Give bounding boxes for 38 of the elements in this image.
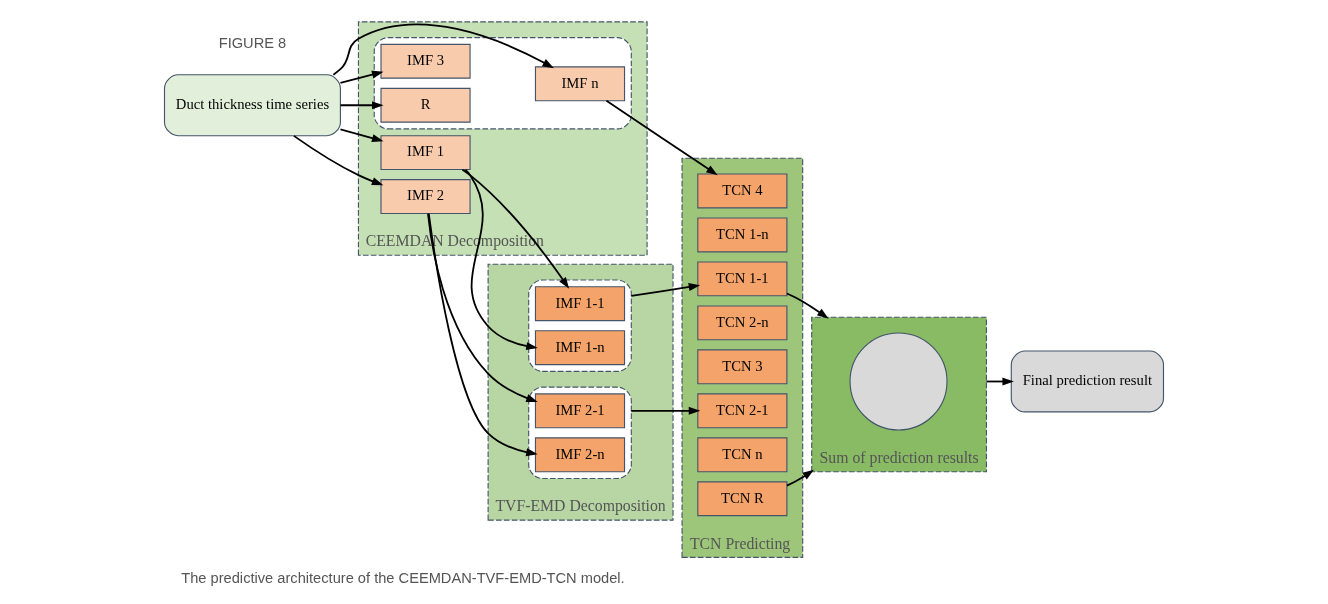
node-box: IMF 3 (380, 43, 471, 79)
arrow (461, 168, 570, 289)
node-box: IMF 1 (380, 135, 471, 171)
node-box: TCN 3 (697, 349, 788, 385)
node-box: TCN 2-1 (697, 393, 788, 429)
cluster: Sum of prediction results (811, 316, 988, 473)
node-box: IMF 2-1 (534, 393, 626, 429)
node-box: Duct thickness time series (163, 74, 341, 137)
cluster (528, 386, 632, 480)
arrow (427, 212, 538, 403)
cluster (528, 279, 632, 372)
arrow (339, 101, 384, 110)
node-box: Final prediction result (1010, 350, 1165, 413)
arrow (332, 23, 554, 76)
arrow (630, 283, 701, 297)
arrow (464, 168, 538, 351)
node-box: TCN 1-n (697, 217, 788, 253)
node-box: IMF 2 (380, 179, 471, 215)
arrow (339, 128, 384, 143)
node-box: TCN 2-n (697, 305, 788, 341)
arrow (427, 212, 538, 457)
node-box: IMF 2-n (534, 437, 626, 473)
arrow (605, 99, 718, 176)
node-box: IMF 1-1 (534, 286, 626, 322)
node-box: IMF n (534, 66, 626, 102)
node-box: TCN n (697, 437, 788, 473)
node-box: TCN 4 (697, 173, 788, 209)
node-box: TCN 1-1 (697, 261, 788, 297)
label: FIGURE 8 (218, 35, 287, 52)
arrow (339, 70, 384, 84)
node-box: R (380, 87, 471, 123)
caption: The predictive architecture of the CEEMDAN-TVF-EMD-TCN model. (181, 569, 625, 586)
arrow (786, 469, 814, 487)
arrow (630, 406, 701, 415)
node-circle (849, 332, 948, 431)
node-box: IMF 1-n (534, 330, 626, 366)
node-box: TCN R (697, 481, 788, 517)
arrow (292, 135, 384, 186)
